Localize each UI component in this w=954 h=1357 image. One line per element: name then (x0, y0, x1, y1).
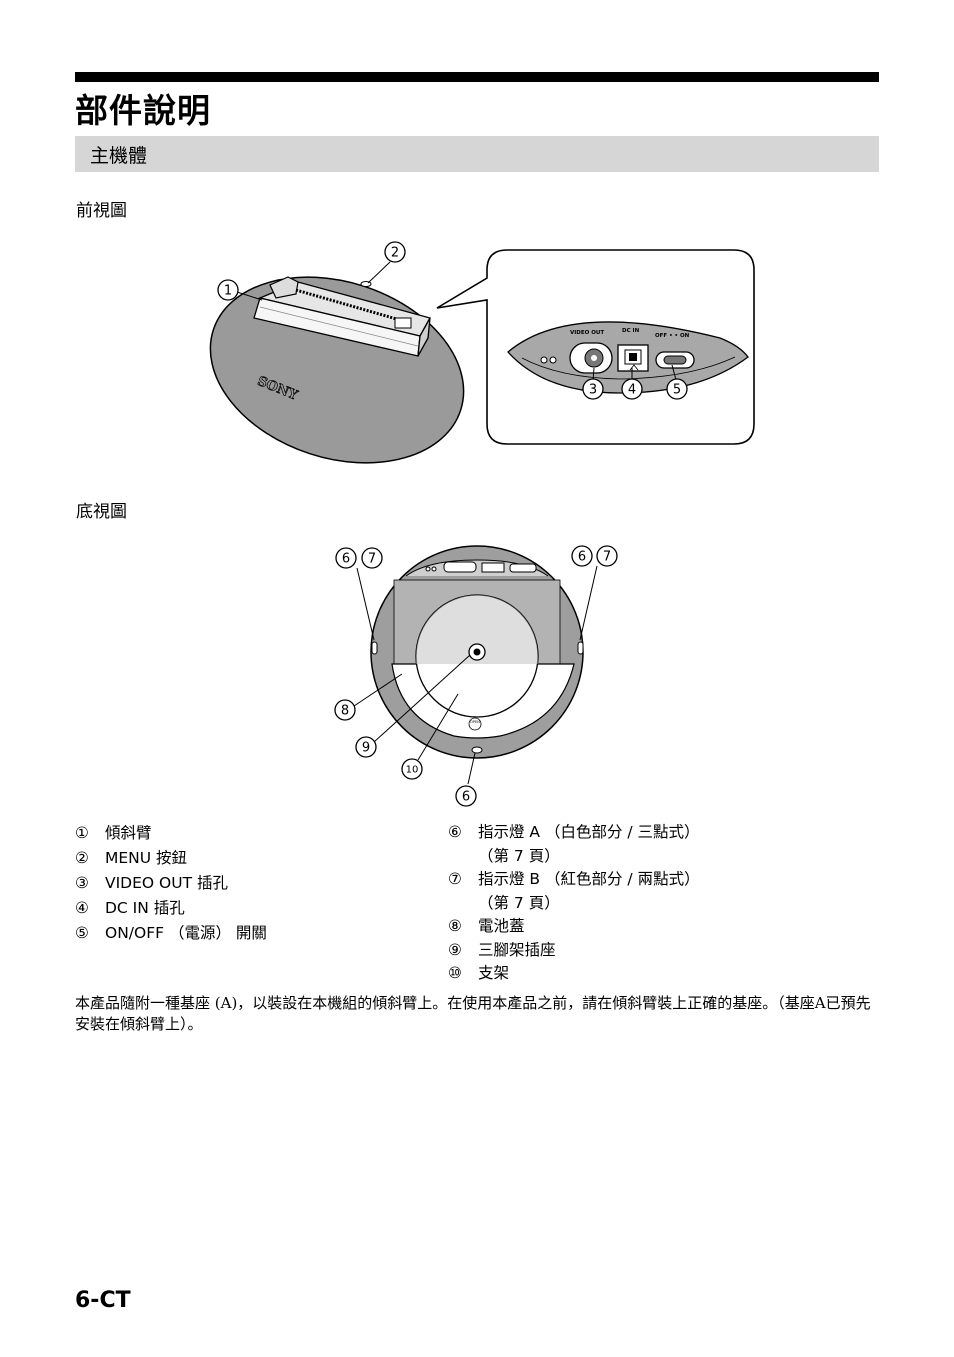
dc-in-label: DC IN (622, 328, 640, 334)
item-label: ON/OFF （電源） 開關 (105, 924, 267, 942)
svg-text:7: 7 (603, 550, 611, 565)
callout-3: 3 (582, 378, 604, 400)
svg-text:6: 6 (342, 552, 350, 567)
svg-text:2: 2 (391, 246, 399, 261)
off-on-label: OFF • • ON (655, 333, 690, 339)
item-page-ref: （第 7 頁） (478, 893, 560, 912)
header-rule (75, 72, 879, 82)
item-label: 指示燈 A （白色部分 / 三點式） (478, 823, 700, 841)
svg-text:10: 10 (406, 765, 419, 776)
section-title: 主機體 (90, 145, 148, 167)
tilt-arm (253, 276, 431, 357)
list-item: ⑨ 三腳架插座 (448, 939, 868, 963)
item-label: 三腳架插座 (478, 940, 556, 959)
indicator-right (577, 641, 584, 655)
note-paragraph: 本產品隨附一種基座 (A)，以裝設在本機組的傾斜臂上。在使用本產品之前，請在傾斜… (75, 994, 871, 1033)
callout-6-right: 6 (571, 545, 593, 567)
list-item: ① 傾斜臂 (75, 821, 425, 846)
video-out-label: VIDEO OUT (570, 330, 604, 336)
on-off-switch (663, 355, 687, 365)
callout-5: 5 (666, 378, 688, 400)
svg-text:5: 5 (673, 383, 681, 398)
callout-7-left: 7 (361, 547, 383, 569)
section-header-bar (75, 136, 879, 172)
callout-7-right: 7 (596, 545, 618, 567)
list-item: ⑤ ON/OFF （電源） 開關 (75, 921, 425, 946)
indicator-bottom (471, 746, 483, 754)
callout-10: 10 (401, 758, 423, 780)
list-item: ③ VIDEO OUT 插孔 (75, 871, 425, 896)
svg-text:6: 6 (462, 790, 470, 805)
svg-text:9: 9 (362, 741, 370, 756)
svg-text:8: 8 (341, 704, 349, 719)
item-number: ⑩ (448, 964, 462, 982)
item-number: ② (75, 849, 89, 867)
item-page-ref: （第 7 頁） (478, 846, 560, 865)
front-view-illustration: SONY VIDEO OUT DC IN OFF • • ON (209, 241, 755, 464)
item-label: MENU 按鈕 (105, 849, 188, 867)
item-label: 指示燈 B （紅色部分 / 兩點式） (478, 870, 700, 888)
callout-9: 9 (355, 736, 377, 758)
list-item: ⑧ 電池蓋 (448, 915, 868, 939)
front-view-label: 前視圖 (76, 201, 127, 221)
list-item: ⑦ 指示燈 B （紅色部分 / 兩點式） (448, 868, 868, 892)
callout-6-left: 6 (335, 547, 357, 569)
list-item: ⑥ 指示燈 A （白色部分 / 三點式） (448, 821, 868, 845)
item-number: ⑥ (448, 823, 462, 841)
svg-text:3: 3 (589, 383, 597, 398)
callout-8: 8 (334, 699, 356, 721)
callout-2: 2 (384, 241, 406, 263)
page-title: 部件說明 (75, 91, 211, 130)
item-number: ⑤ (75, 924, 89, 942)
svg-text:4: 4 (628, 383, 636, 398)
bottom-view-label: 底視圖 (76, 502, 127, 522)
item-label: 支架 (478, 964, 510, 982)
callout-4: 4 (621, 378, 643, 400)
bottom-view-illustration: OPEN 6 7 6 7 (334, 545, 618, 807)
list-item: ② MENU 按鈕 (75, 846, 425, 871)
item-label: VIDEO OUT 插孔 (105, 874, 228, 892)
list-item: ⑩ 支架 (448, 962, 868, 986)
parts-list-right: ⑥ 指示燈 A （白色部分 / 三點式） （第 7 頁） ⑦ 指示燈 B （紅色部分… (448, 821, 868, 986)
item-number: ① (75, 824, 89, 842)
item-label: DC IN 插孔 (105, 899, 185, 917)
svg-text:1: 1 (224, 284, 232, 299)
rear-panel: VIDEO OUT DC IN OFF • • ON (507, 321, 749, 394)
item-label: 電池蓋 (478, 917, 525, 935)
item-number: ⑦ (448, 870, 462, 888)
indicator-left (371, 641, 378, 655)
list-item: ④ DC IN 插孔 (75, 896, 425, 921)
svg-text:7: 7 (368, 552, 376, 567)
open-label: OPEN (470, 720, 480, 724)
item-number: ⑧ (448, 917, 462, 935)
item-number: ⑨ (448, 940, 462, 959)
item-number: ③ (75, 874, 89, 892)
callout-6-bottom: 6 (455, 785, 477, 807)
page-number: 6-CT (75, 1288, 131, 1313)
item-label: 傾斜臂 (105, 824, 152, 842)
callout-1: 1 (217, 279, 239, 301)
item-number: ④ (75, 899, 89, 917)
svg-text:6: 6 (578, 550, 586, 565)
